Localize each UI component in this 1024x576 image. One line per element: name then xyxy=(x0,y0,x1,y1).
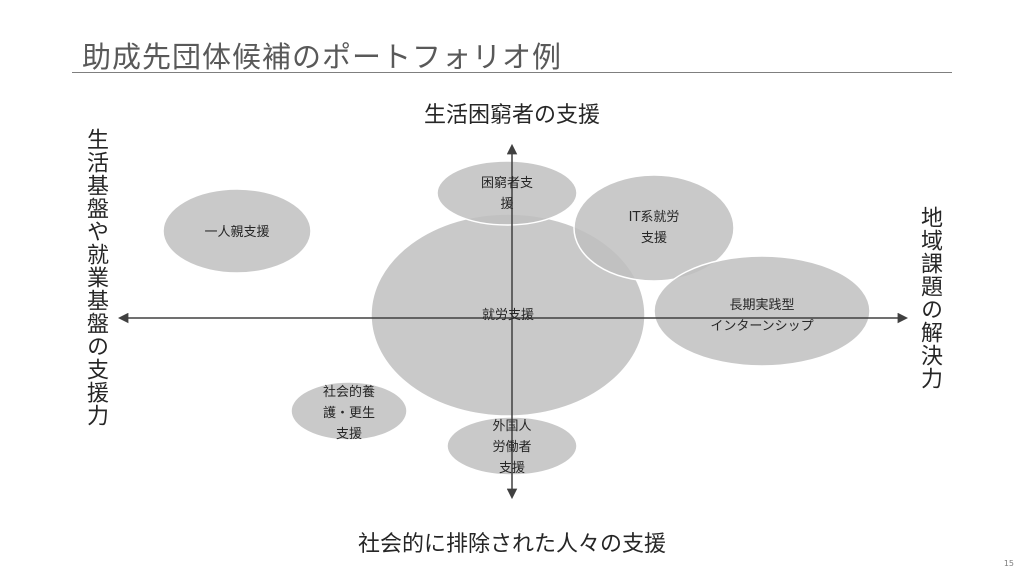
bubble-group xyxy=(162,160,871,476)
axis-label-left: 生活基盤や就業基盤の支援力 xyxy=(83,128,108,427)
page-number: 15 xyxy=(1003,559,1014,568)
bubble-label-shuro: 就労支援 xyxy=(481,307,534,323)
bubble-choki xyxy=(653,255,871,367)
slide-title: 助成先団体候補のポートフォリオ例 xyxy=(82,40,563,74)
title-divider xyxy=(72,72,952,73)
axis-label-top: 生活困窮者の支援 xyxy=(423,103,600,128)
bubble-label-choki: 長期実践型 インターンシップ xyxy=(710,298,814,334)
bubble-it xyxy=(573,174,735,282)
bubble-label-shakai: 社会的養 護・更生 支援 xyxy=(322,384,375,442)
bubble-hitorioya xyxy=(162,188,312,274)
bubble-shakai xyxy=(290,381,408,441)
bubble-label-konkyu: 困窮者支 援 xyxy=(480,176,533,212)
bubble-label-hitorioya: 一人親支援 xyxy=(204,224,270,240)
bubble-label-it: IT系就労 支援 xyxy=(628,210,680,246)
axis-label-right: 地域課題の解決力 xyxy=(917,206,942,390)
bubble-label-gaikoku: 外国人 労働者 支援 xyxy=(492,418,532,476)
axis-label-bottom: 社会的に排除された人々の支援 xyxy=(357,532,666,557)
